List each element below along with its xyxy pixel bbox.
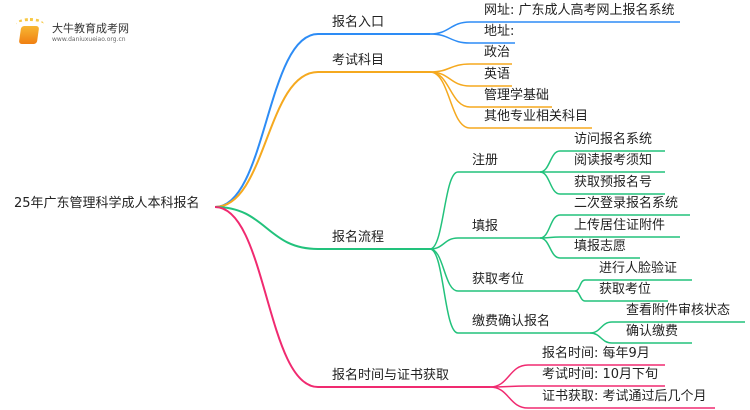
subtopic[interactable]: 注册 [472, 153, 499, 168]
subtopic[interactable]: 确认缴费 [626, 324, 679, 339]
subtopic[interactable]: 网址: 广东成人高考网上报名系统 [484, 3, 675, 18]
connector-curve [214, 206, 319, 250]
connector-curve [429, 21, 471, 35]
subtopic[interactable]: 证书获取: 考试通过后几个月 [542, 389, 707, 404]
connector-curve [214, 33, 319, 208]
connector-curve [429, 171, 459, 250]
subtopic[interactable]: 地址: [484, 24, 515, 39]
connector-curve [429, 248, 459, 292]
logo-dots-icon [16, 18, 44, 31]
branch-topic[interactable]: 考试科目 [332, 53, 385, 68]
connector-curve [589, 332, 613, 344]
connector-curve [429, 63, 471, 73]
connector-curve [429, 248, 459, 334]
branch-topic[interactable]: 报名入口 [332, 15, 385, 30]
subtopic[interactable]: 考试时间: 10月下旬 [542, 367, 659, 382]
connector-curve [539, 150, 561, 173]
subtopic[interactable]: 获取考位 [472, 272, 525, 287]
subtopic[interactable]: 访问报名系统 [574, 132, 653, 147]
subtopic[interactable]: 查看附件审核状态 [626, 303, 731, 318]
root-topic[interactable]: 25年广东管理科学成人本科报名 [14, 196, 200, 211]
subtopic[interactable]: 阅读报考须知 [574, 153, 653, 168]
logo-title: 大牛教育成考网 [52, 22, 129, 35]
connector-curve [539, 214, 561, 239]
subtopic[interactable]: 获取预报名号 [574, 175, 653, 190]
subtopic[interactable]: 获取考位 [599, 282, 652, 297]
subtopic[interactable]: 进行人脸验证 [599, 261, 678, 276]
connector-curve [489, 386, 529, 409]
logo-url: www.daniuxueiao.org.cn [52, 36, 126, 43]
connector-curve [429, 33, 471, 44]
subtopic[interactable]: 报名时间: 每年9月 [542, 346, 650, 361]
subtopic[interactable]: 上传居住证附件 [574, 218, 666, 233]
branch-topic[interactable]: 报名时间与证书获取 [332, 368, 450, 383]
subtopic[interactable]: 填报 [472, 219, 499, 234]
logo: 大牛教育成考网 www.daniuxueiao.org.cn [16, 18, 168, 48]
subtopic[interactable]: 填报志愿 [574, 239, 627, 254]
connector-curve [589, 321, 613, 334]
subtopic[interactable]: 政治 [484, 45, 511, 60]
connector-curve [429, 237, 459, 250]
subtopic[interactable]: 缴费确认报名 [472, 314, 551, 329]
subtopic[interactable]: 英语 [484, 67, 511, 82]
subtopic[interactable]: 管理学基础 [484, 88, 550, 103]
connector-curve [429, 71, 471, 129]
connector-curve [214, 206, 319, 388]
connector-curve [574, 290, 586, 302]
subtopic[interactable]: 二次登录报名系统 [574, 196, 679, 211]
subtopic[interactable]: 其他专业相关科目 [484, 109, 589, 124]
connector-curve [574, 279, 586, 292]
connector-curve [539, 237, 561, 259]
branch-topic[interactable]: 报名流程 [332, 230, 385, 245]
connector-curve [214, 71, 319, 208]
connector-curve [489, 364, 529, 388]
connector-curve [539, 171, 561, 195]
